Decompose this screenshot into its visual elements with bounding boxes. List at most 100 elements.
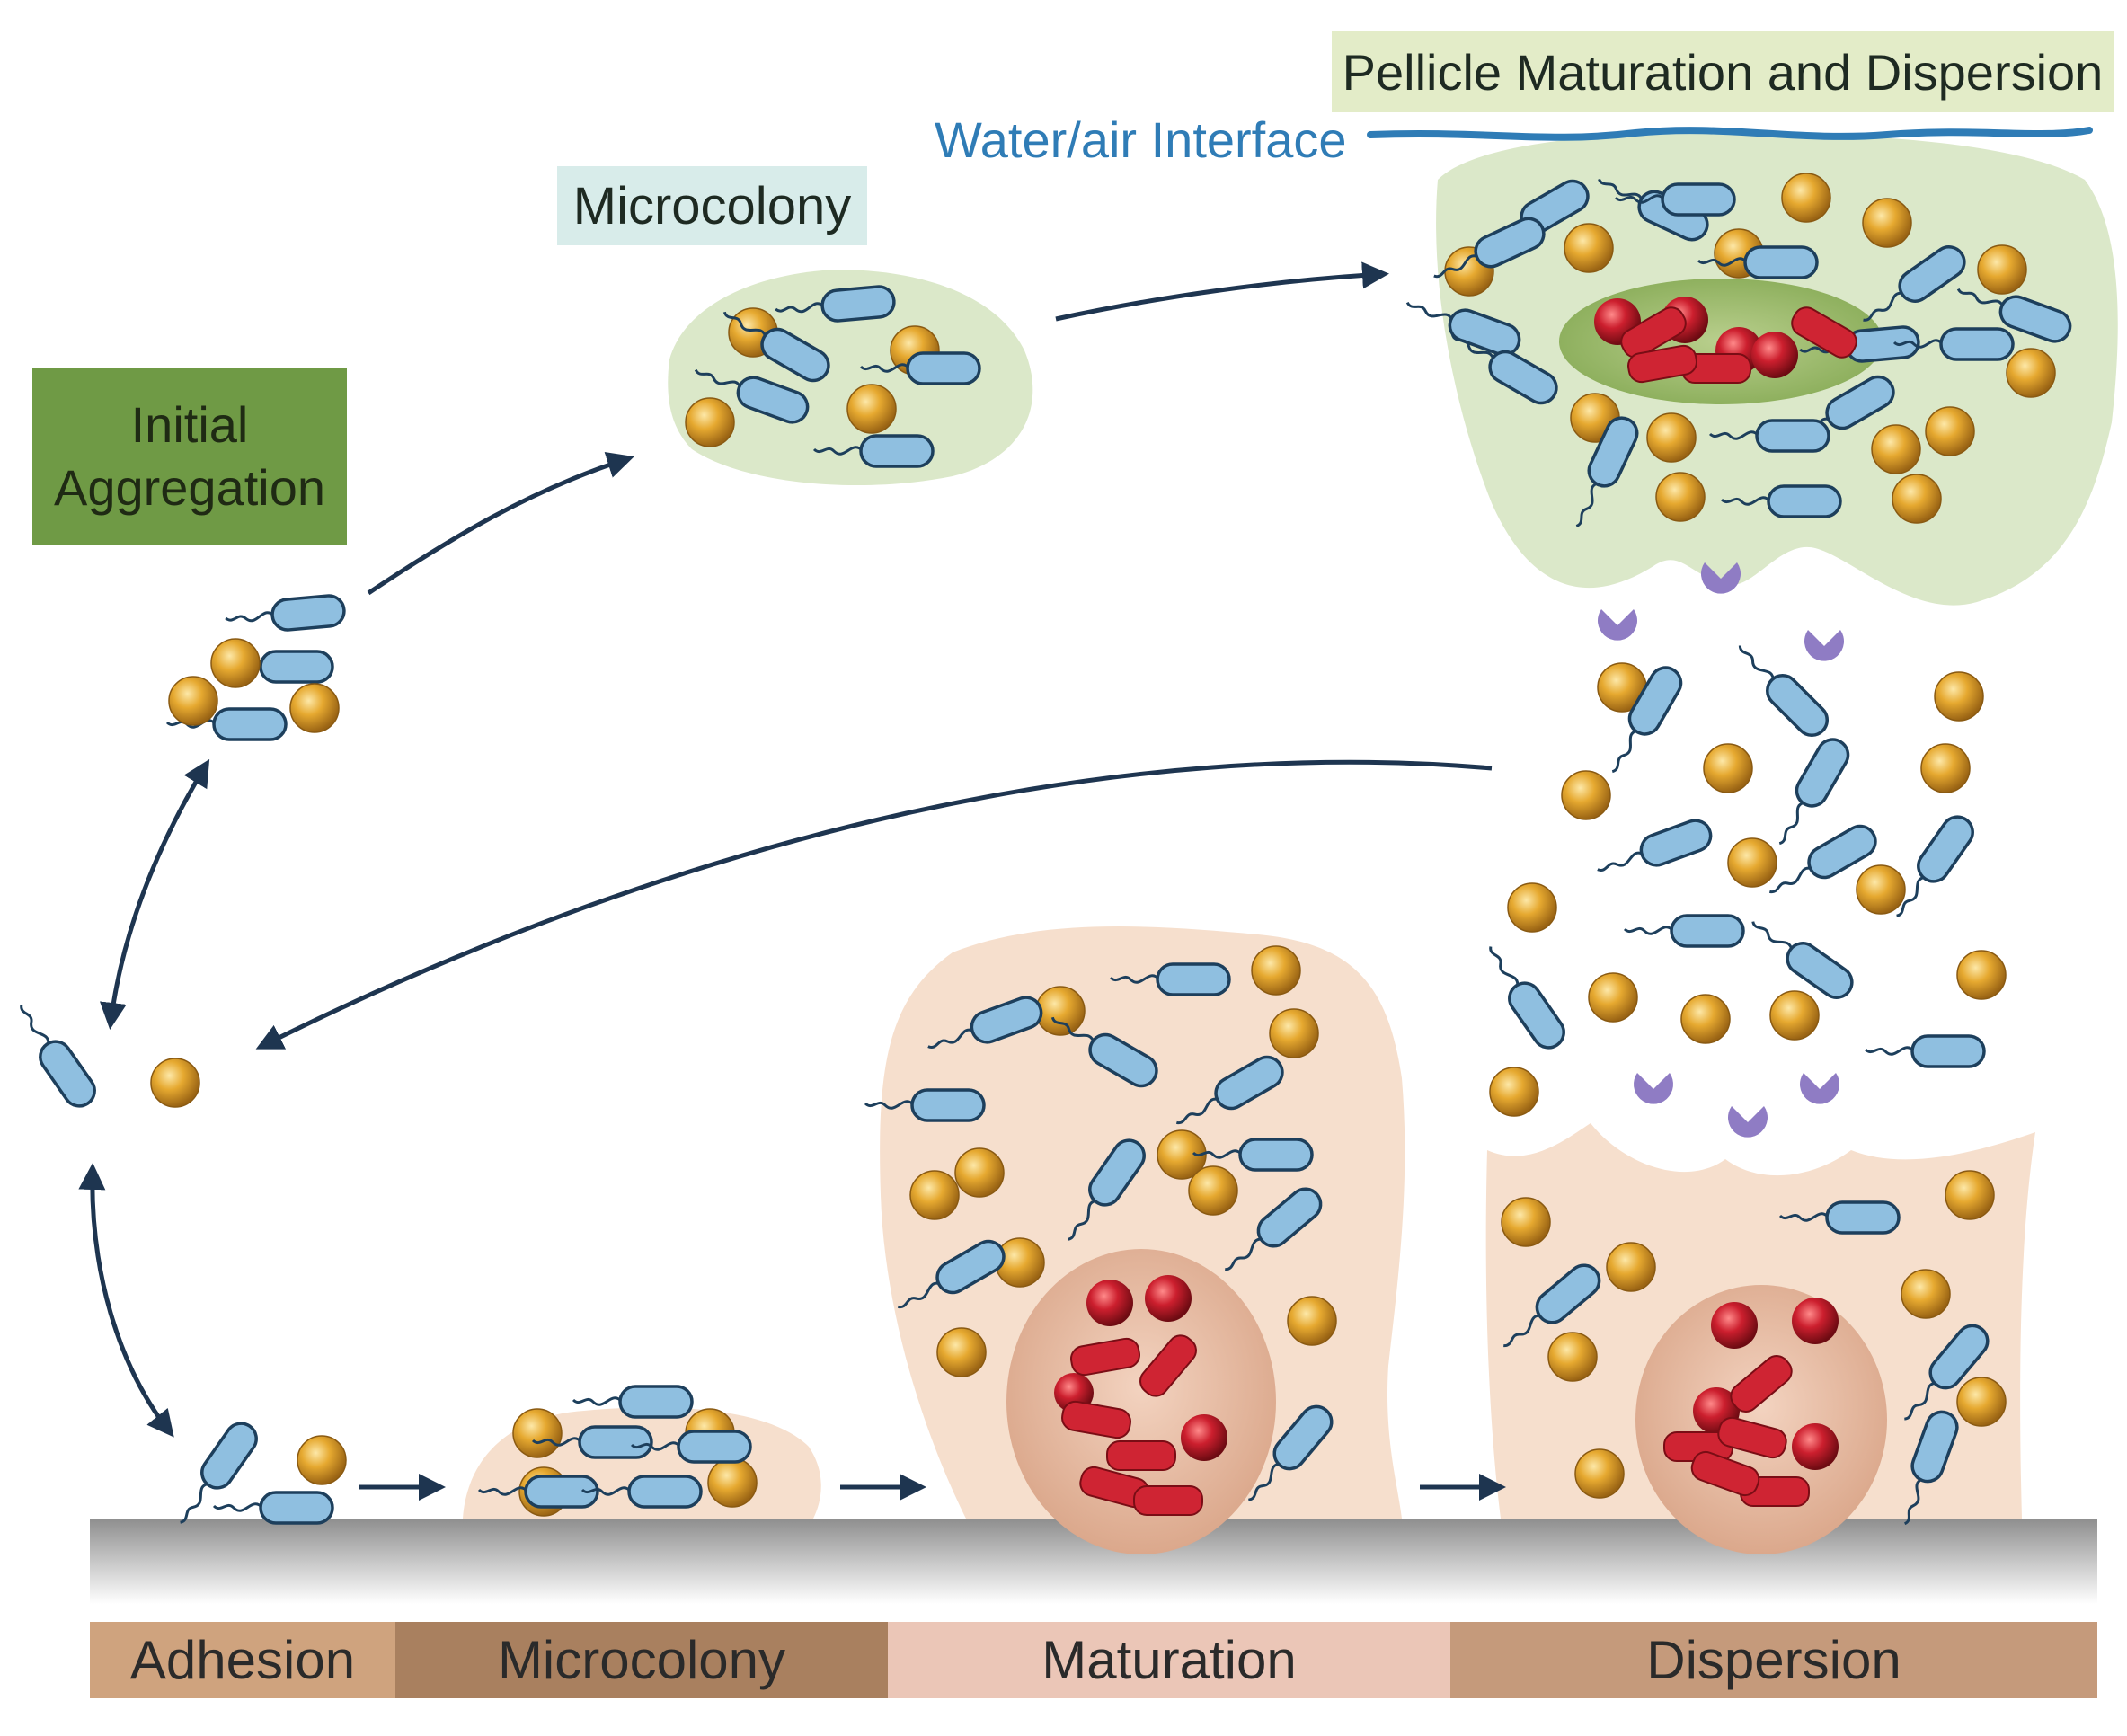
rod-cell [20,1005,96,1108]
rod-cell [580,1475,703,1509]
rod-body [1767,484,1842,518]
initial-aggregation-line1: Initial [130,396,249,453]
rod-cell [1863,245,1966,322]
coccus-cell [1588,972,1638,1023]
rod-body [1898,245,1966,303]
coccus-cell [1862,198,1912,248]
red-rod-cell [1791,306,1857,359]
red-rod-cell [1106,1440,1176,1471]
rod-body [1670,914,1745,948]
red-rod-cell [1627,344,1697,384]
flagellum [897,1281,942,1309]
arrow-aggregation-to-microcolony [367,451,634,596]
flagellum [1708,430,1760,440]
coccus-cell [1561,770,1611,820]
rod-body [736,376,810,424]
flagellum [1956,288,2005,308]
flagellum [225,611,276,623]
rod-cell [477,1475,599,1509]
rod-cell [694,368,810,424]
red-rod-cell [1070,1337,1140,1377]
coccus-cell [1507,882,1557,933]
water-air-interface-line [1367,127,2093,141]
red-coccus-cell [1792,1298,1839,1344]
rod-body [1765,673,1830,738]
coccus-cell [1769,990,1820,1041]
red-rod-cell [1690,1450,1760,1497]
rod-body [1661,182,1736,217]
flagellum [1503,1314,1543,1348]
rod-cell [1864,1034,1986,1068]
rod-body [910,1088,986,1122]
flagellum [1892,339,1945,349]
rod-cell [1068,1138,1146,1241]
rod-body [1156,962,1231,996]
red-rod-cell [1139,1334,1197,1397]
red-rod-cell [1061,1400,1131,1439]
rod-cell [1768,824,1877,894]
rod-cell [1720,484,1842,518]
coccus-cell [1977,244,2027,295]
rod-cell [1896,815,1974,917]
arrow-planktonic-aggregation [99,758,210,1030]
coccus-cell [1956,1377,2007,1427]
flagellum [1575,481,1600,527]
rod-body [1474,217,1546,269]
flagellum [180,1482,210,1524]
flagellum [1405,301,1454,322]
flagellum [572,1396,624,1406]
flagellum [864,1100,916,1110]
coccus-cell [707,1457,758,1508]
coccus-cell [1934,671,1984,722]
enzyme-shape [1634,1073,1673,1104]
initial-aggregation-label: Initial Aggregation [32,368,347,545]
stage-microcolony: Microcolony [395,1622,888,1698]
rod-body [259,1491,334,1525]
rod-cell [1175,1055,1284,1125]
rod-body [1088,1138,1146,1207]
flagellum [1697,257,1749,267]
coccus-cell [1287,1296,1337,1346]
rod-cell [1903,1410,1959,1526]
arrows [78,261,1506,1501]
coccus-cell [1655,472,1706,522]
flagellum [1903,1381,1937,1421]
stage-dispersion: Dispersion [1450,1622,2097,1698]
stage-maturation: Maturation [888,1622,1450,1698]
rod-cell [1247,1404,1334,1501]
rod-cell [1778,738,1850,846]
coccus-cell [1945,1170,1995,1220]
flagellum [1768,866,1813,894]
coccus-cell [1157,1129,1207,1180]
rod-body [1928,1324,1990,1390]
coccus-cell [1901,1269,1951,1319]
dispersion-nest [1635,1285,1887,1554]
flagellum [812,446,864,456]
flagellum [1109,974,1161,984]
coccus-cell [297,1435,347,1485]
arrow-microcolony-to-pellicle [1055,261,1389,322]
rod-cell [1751,921,1854,999]
flagellum [1903,1477,1924,1526]
arrow-planktonic-adhesion [78,1163,174,1438]
coccus-cell [1251,945,1301,996]
flagellum [531,1437,583,1447]
enzyme-shape [1800,1073,1839,1104]
flagellum [1433,254,1480,279]
rod-cell [212,1491,334,1525]
flagellum [1614,194,1666,204]
rod-cell [1611,666,1683,774]
flagellum [1864,1046,1916,1056]
coccus-cell [1956,950,2007,1000]
rod-cell [1433,217,1546,279]
rod-body [259,650,334,684]
coccus-cell [1574,1448,1625,1499]
rod-body [1786,942,1854,999]
red-coccus-cell [1751,332,1798,378]
rod-cell [531,1425,653,1459]
rod-cell [1405,301,1521,357]
rod-body [39,1040,96,1108]
flagellum [212,1502,264,1512]
flagellum [1068,1199,1098,1241]
flagellum [1863,291,1905,322]
